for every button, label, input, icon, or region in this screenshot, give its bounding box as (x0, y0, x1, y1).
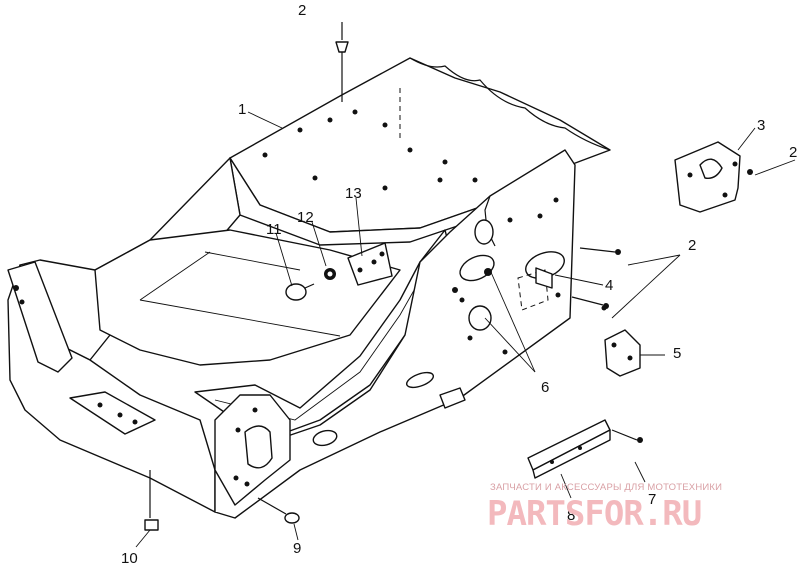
callout-6: 6 (541, 379, 549, 396)
callout-2-right: 2 (789, 144, 797, 161)
callout-10: 10 (121, 550, 138, 567)
nut-part-12 (324, 268, 336, 280)
watermark-logo: ЗАПЧАСТИ И АКСЕССУАРЫ ДЛЯ МОТОТЕХНИКИ PA… (487, 482, 722, 534)
fastener-bolt-9 (257, 497, 300, 524)
callout-13: 13 (345, 185, 362, 202)
leader-lines (135, 111, 796, 548)
callout-7: 7 (648, 491, 656, 508)
callout-5: 5 (673, 345, 681, 362)
callout-2-mid: 2 (688, 237, 696, 254)
fastener-screws-2 (452, 169, 753, 443)
bracket-plate-part-3 (674, 141, 741, 213)
callout-12: 12 (297, 209, 314, 226)
callout-labels: 1 2 2 2 3 4 5 6 7 8 9 10 11 12 13 (121, 2, 797, 567)
knob-part-11 (285, 283, 315, 301)
bracket-part-13 (347, 242, 393, 286)
bracket-plate-part-5 (604, 329, 641, 377)
callout-11: 11 (266, 221, 282, 238)
callout-1: 1 (238, 101, 246, 118)
hidden-bracket-part-4 (517, 267, 553, 311)
callout-3: 3 (757, 117, 765, 134)
fastener-bolt-10 (144, 470, 159, 531)
watermark-brand: PARTSFOR.RU (487, 494, 701, 534)
callout-9: 9 (293, 540, 301, 557)
angle-bracket-part-8 (527, 419, 611, 479)
watermark-subtitle: ЗАПЧАСТИ И АКСЕССУАРЫ ДЛЯ МОТОТЕХНИКИ (490, 482, 722, 493)
callout-4: 4 (605, 277, 613, 294)
callout-8: 8 (567, 507, 575, 524)
frame-assembly (7, 57, 611, 519)
fastener-top-bolt (335, 22, 349, 102)
callout-2-top: 2 (298, 2, 306, 19)
frame-holes (233, 109, 561, 487)
